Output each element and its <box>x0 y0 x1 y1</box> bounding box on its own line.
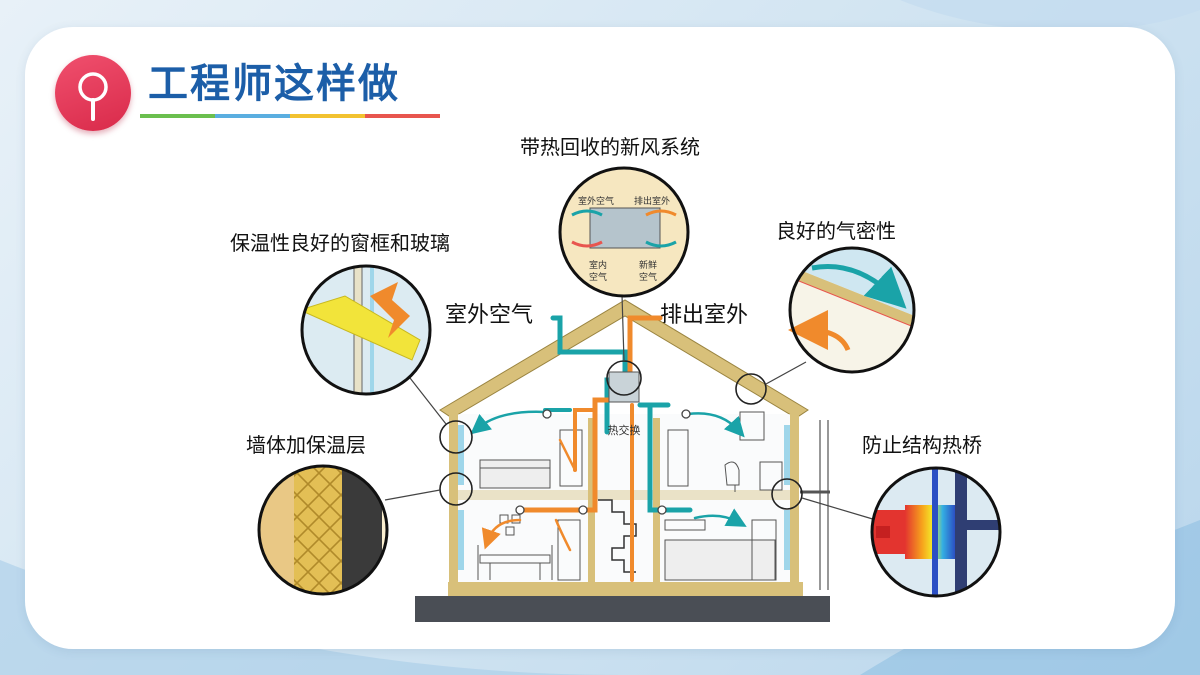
label-wall-insulation: 墙体加保温层 <box>246 433 366 457</box>
detail-airtightness <box>788 246 916 374</box>
label-ventilation-system: 带热回收的新风系统 <box>520 135 700 159</box>
label-heat-exchange: 热交换 <box>608 423 641 437</box>
detail-text-indoor-1: 室内 <box>589 259 607 271</box>
vents <box>515 409 691 515</box>
detail-text-fresh-2: 空气 <box>639 271 657 283</box>
detail-thermal-bridge <box>870 466 1002 598</box>
heat-exchanger-unit <box>608 371 640 403</box>
label-thermal-bridge: 防止结构热桥 <box>862 433 982 457</box>
detail-text-outdoor: 室外空气 <box>578 195 614 207</box>
detail-ventilation: 室外空气 排出室外 室内 空气 新鲜 空气 <box>558 166 690 298</box>
label-outdoor-air: 室外空气 <box>445 303 534 328</box>
badge <box>55 55 131 131</box>
furniture <box>477 411 783 581</box>
page-title: 工程师这样做 <box>148 61 400 107</box>
magnifier-icon <box>78 72 108 121</box>
ground <box>415 596 830 622</box>
exhaust-air-duct <box>481 315 663 582</box>
label-airtightness: 良好的气密性 <box>776 219 896 243</box>
label-exhaust: 排出室外 <box>660 303 749 328</box>
label-windows: 保温性良好的窗框和玻璃 <box>230 231 450 255</box>
callout-markers <box>439 360 803 510</box>
title-underline <box>140 114 440 118</box>
detail-wall-insulation <box>257 464 389 596</box>
leader-lines <box>384 294 877 521</box>
detail-text-exhaust: 排出室外 <box>634 195 670 207</box>
detail-text-indoor-2: 空气 <box>589 271 607 283</box>
detail-windows <box>300 264 432 396</box>
detail-text-fresh-1: 新鲜 <box>639 259 657 271</box>
